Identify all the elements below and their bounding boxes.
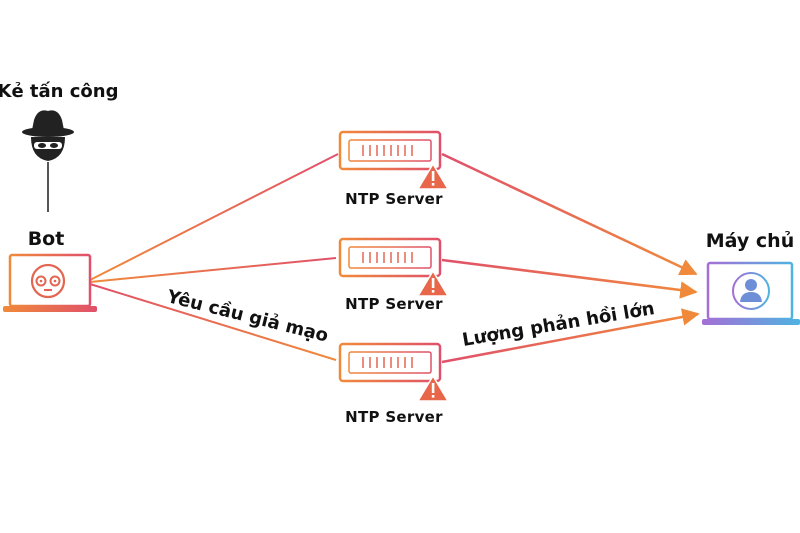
user-laptop-icon [702,261,800,325]
request-line-2 [89,257,337,283]
server-warning-icon [338,130,449,190]
response-lines [441,152,700,364]
server-warning-icon [338,342,449,402]
attacker-node: Kẻ tấn công [0,81,119,161]
ntp-server-3-label: NTP Server [345,408,443,426]
target-node: Máy chủ [702,230,800,325]
request-line-1 [89,153,339,281]
ntp-server-1-label: NTP Server [345,190,443,208]
server-warning-icon [338,237,449,297]
response-line-3 [441,308,700,364]
response-line-2 [441,258,698,299]
target-label: Máy chủ [706,230,794,252]
bot-node: Bot [3,228,97,312]
ntp-server-2: NTP Server [338,237,449,313]
response-line-1 [441,152,698,276]
hacker-hat-icon [22,110,74,161]
bot-laptop-icon [3,253,97,312]
response-flow-label: Lượng phản hồi lớn [461,298,656,351]
request-line-3 [89,283,337,361]
request-lines [89,153,339,361]
ntp-server-1: NTP Server [338,130,449,208]
attacker-label: Kẻ tấn công [0,81,119,102]
ntp-server-2-label: NTP Server [345,295,443,313]
ntp-server-3: NTP Server [338,342,449,426]
bot-label: Bot [28,228,65,250]
request-flow-label: Yêu cầu giả mạo [164,286,330,347]
